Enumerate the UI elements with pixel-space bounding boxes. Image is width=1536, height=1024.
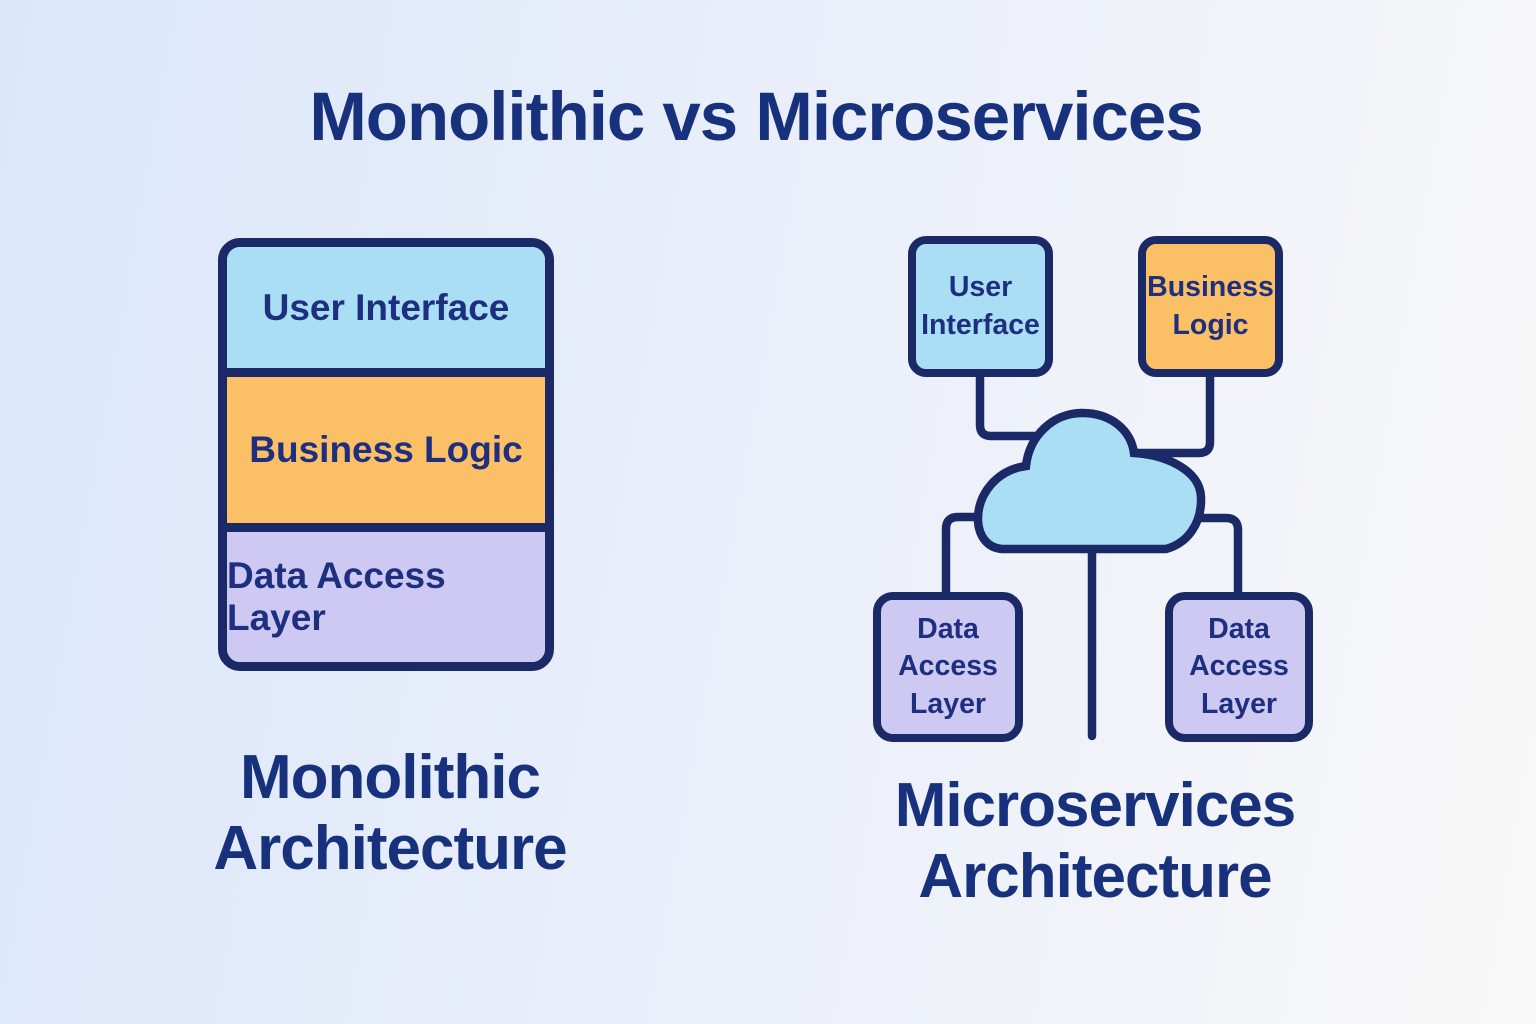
service-label: User Interface xyxy=(921,270,1040,341)
connector-cloud-to-data-access-right xyxy=(1150,513,1243,593)
monolithic-layer-label: User Interface xyxy=(262,286,510,328)
monolithic-layer-label: Business Logic xyxy=(249,429,523,470)
cloud-icon xyxy=(973,408,1206,554)
service-label: Business Logic xyxy=(1147,270,1274,341)
service-box-user-interface: User Interface xyxy=(908,236,1053,377)
microservices-caption-line2: Architecture xyxy=(918,842,1272,911)
service-box-business-logic: Business Logic xyxy=(1138,236,1283,377)
connector-cloud-to-data-access-left xyxy=(941,512,1030,593)
service-box-data-access-left: Data Access Layer xyxy=(873,592,1023,742)
service-label: Data Access Layer xyxy=(1189,612,1289,720)
service-label: Data Access Layer xyxy=(898,612,998,720)
monolithic-layer-business-logic: Business Logic xyxy=(227,368,545,523)
monolithic-caption-line1: Monolithic xyxy=(240,743,541,812)
service-box-data-access-right: Data Access Layer xyxy=(1165,592,1313,742)
connector-business-logic-to-cloud xyxy=(1130,377,1215,458)
monolithic-stack: User Interface Business Logic Data Acces… xyxy=(218,238,554,671)
microservices-caption: Microservices Architecture xyxy=(820,770,1370,912)
monolithic-caption: Monolithic Architecture xyxy=(115,742,665,884)
monolithic-caption-line2: Architecture xyxy=(213,814,567,883)
microservices-caption-line1: Microservices xyxy=(894,771,1297,840)
monolithic-layer-data-access: Data Access Layer xyxy=(227,523,545,662)
connector-user-interface-to-cloud xyxy=(975,376,1055,441)
monolithic-layer-label: Data Access Layer xyxy=(227,555,446,638)
monolithic-layer-user-interface: User Interface xyxy=(227,247,545,368)
page-title: Monolithic vs Microservices xyxy=(309,78,1203,155)
